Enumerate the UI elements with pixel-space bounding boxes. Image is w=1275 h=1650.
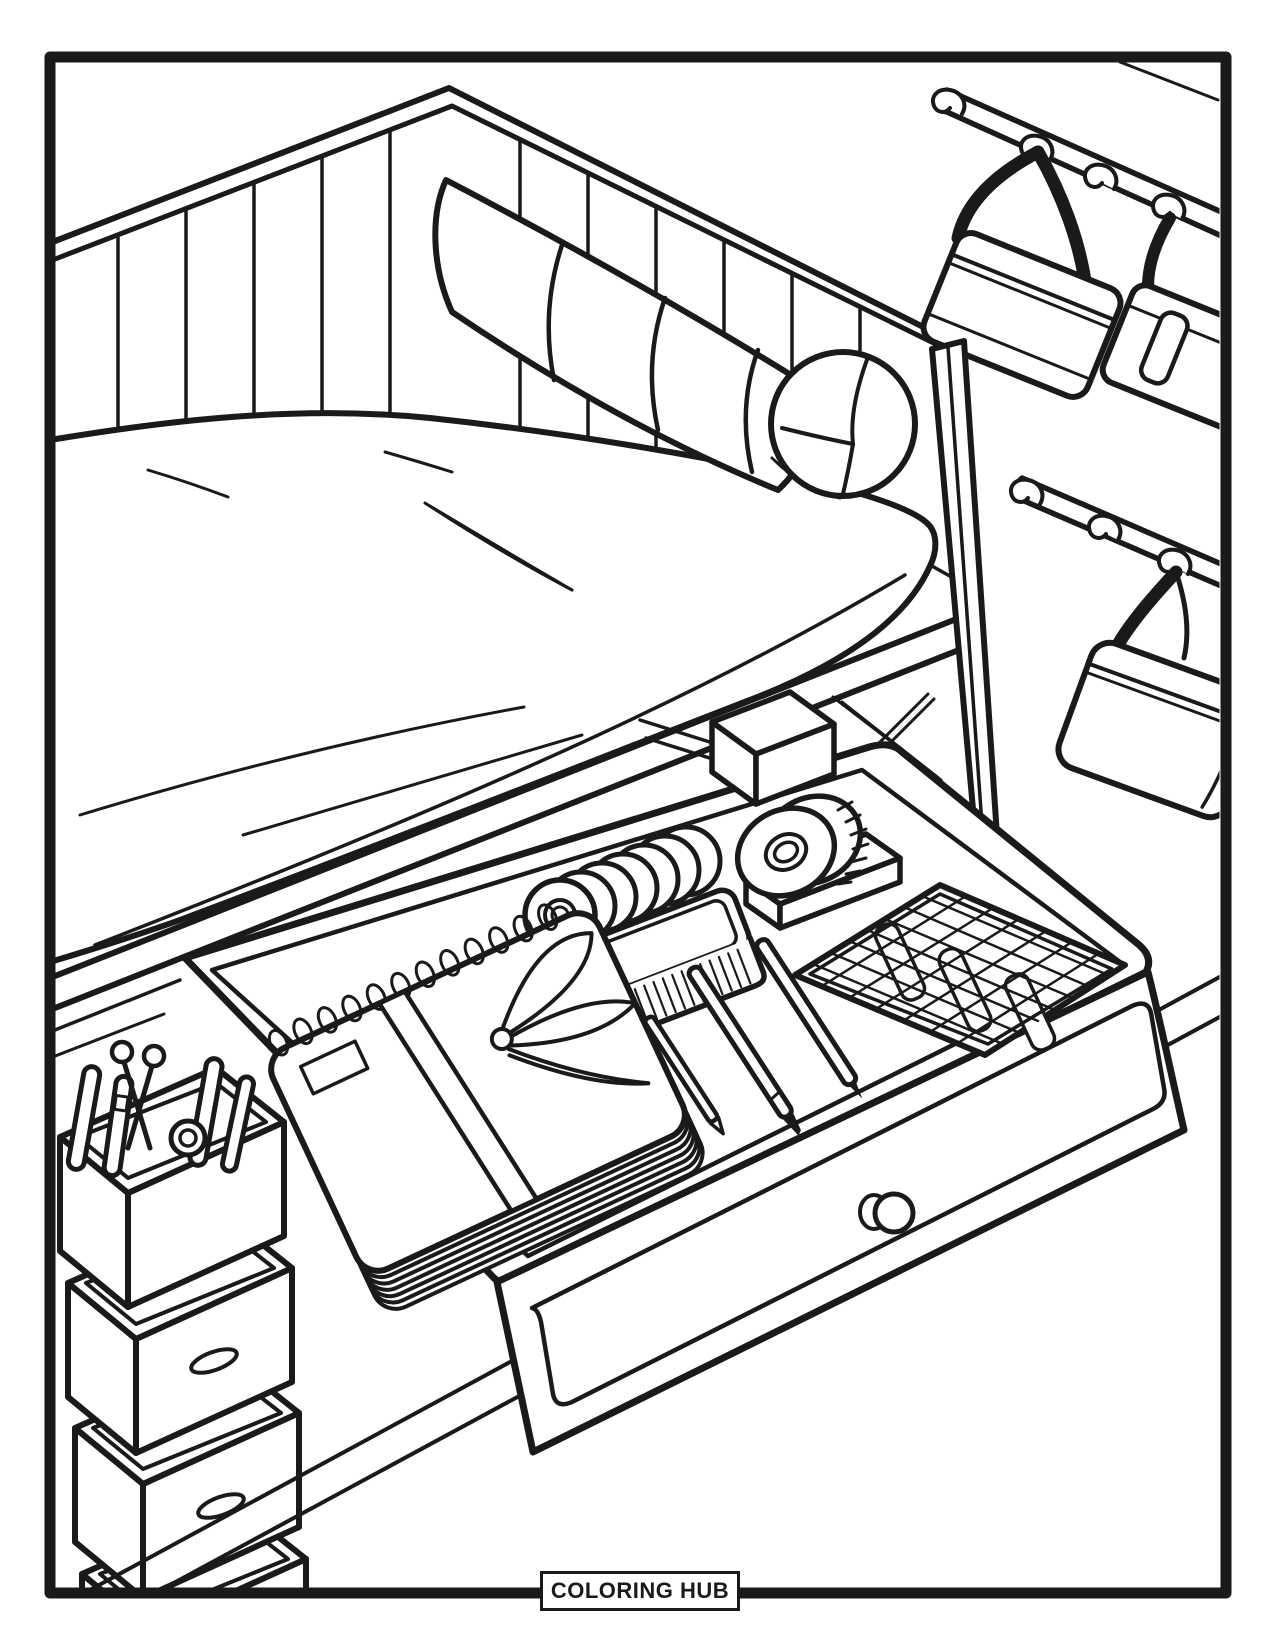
hook-icon bbox=[1087, 513, 1123, 542]
hanging-bag-lower bbox=[1055, 565, 1220, 821]
bin-handle-slot bbox=[189, 1347, 239, 1375]
scissors bbox=[109, 1039, 167, 1151]
tape-roll-ribs bbox=[836, 800, 870, 886]
bed-frame-post bbox=[929, 338, 1000, 846]
wall-corner-line bbox=[1118, 62, 1220, 102]
hanging-bag-left bbox=[920, 145, 1124, 400]
hook-icon bbox=[931, 87, 967, 116]
drawer-front-panel bbox=[529, 1001, 1167, 1407]
round-handle-tool bbox=[168, 1118, 208, 1158]
grid-lines bbox=[811, 894, 1110, 1046]
bolster-seams bbox=[546, 239, 761, 475]
pen-in-bin bbox=[219, 1074, 257, 1174]
drawer-knob bbox=[872, 1191, 916, 1235]
footer-brand-text: COLORING HUB bbox=[550, 1578, 730, 1603]
pen-1 bbox=[686, 964, 801, 1136]
bin-tools bbox=[65, 1039, 257, 1179]
footer-brand-label: COLORING HUB bbox=[540, 1571, 740, 1611]
pencil bbox=[643, 1014, 725, 1136]
hanging-bag-right bbox=[1099, 212, 1220, 438]
ribbon-band bbox=[377, 989, 540, 1214]
bin-handle-slot bbox=[196, 1492, 246, 1520]
spiral-binding bbox=[267, 903, 559, 1057]
pen-in-bin bbox=[65, 1064, 103, 1172]
mattress bbox=[55, 410, 939, 964]
hook-icon bbox=[1083, 162, 1119, 191]
pen-in-bin bbox=[101, 1073, 135, 1179]
ribbon-bow bbox=[489, 931, 651, 1086]
hook-icon bbox=[1009, 477, 1045, 506]
tape-dispenser bbox=[734, 793, 903, 931]
tape-roll bbox=[734, 805, 838, 899]
drawer-front-face bbox=[493, 968, 1188, 1456]
grid-tray-inner-rim bbox=[808, 892, 1114, 1046]
hook-icon bbox=[1151, 192, 1187, 221]
wall-hook-rail-upper bbox=[931, 87, 1220, 239]
wall-hook-rail-lower bbox=[1009, 475, 1220, 589]
spiral-notebook-stack bbox=[267, 903, 705, 1311]
notebook-label bbox=[298, 1039, 370, 1096]
pen-2 bbox=[754, 937, 863, 1099]
bolster-crimp bbox=[770, 355, 870, 500]
sheet-creases bbox=[78, 450, 584, 837]
storage-block bbox=[709, 689, 837, 807]
grid-organizer-tray bbox=[792, 882, 1128, 1058]
sheet-piping bbox=[93, 573, 907, 947]
bolster-pillow bbox=[432, 177, 918, 500]
